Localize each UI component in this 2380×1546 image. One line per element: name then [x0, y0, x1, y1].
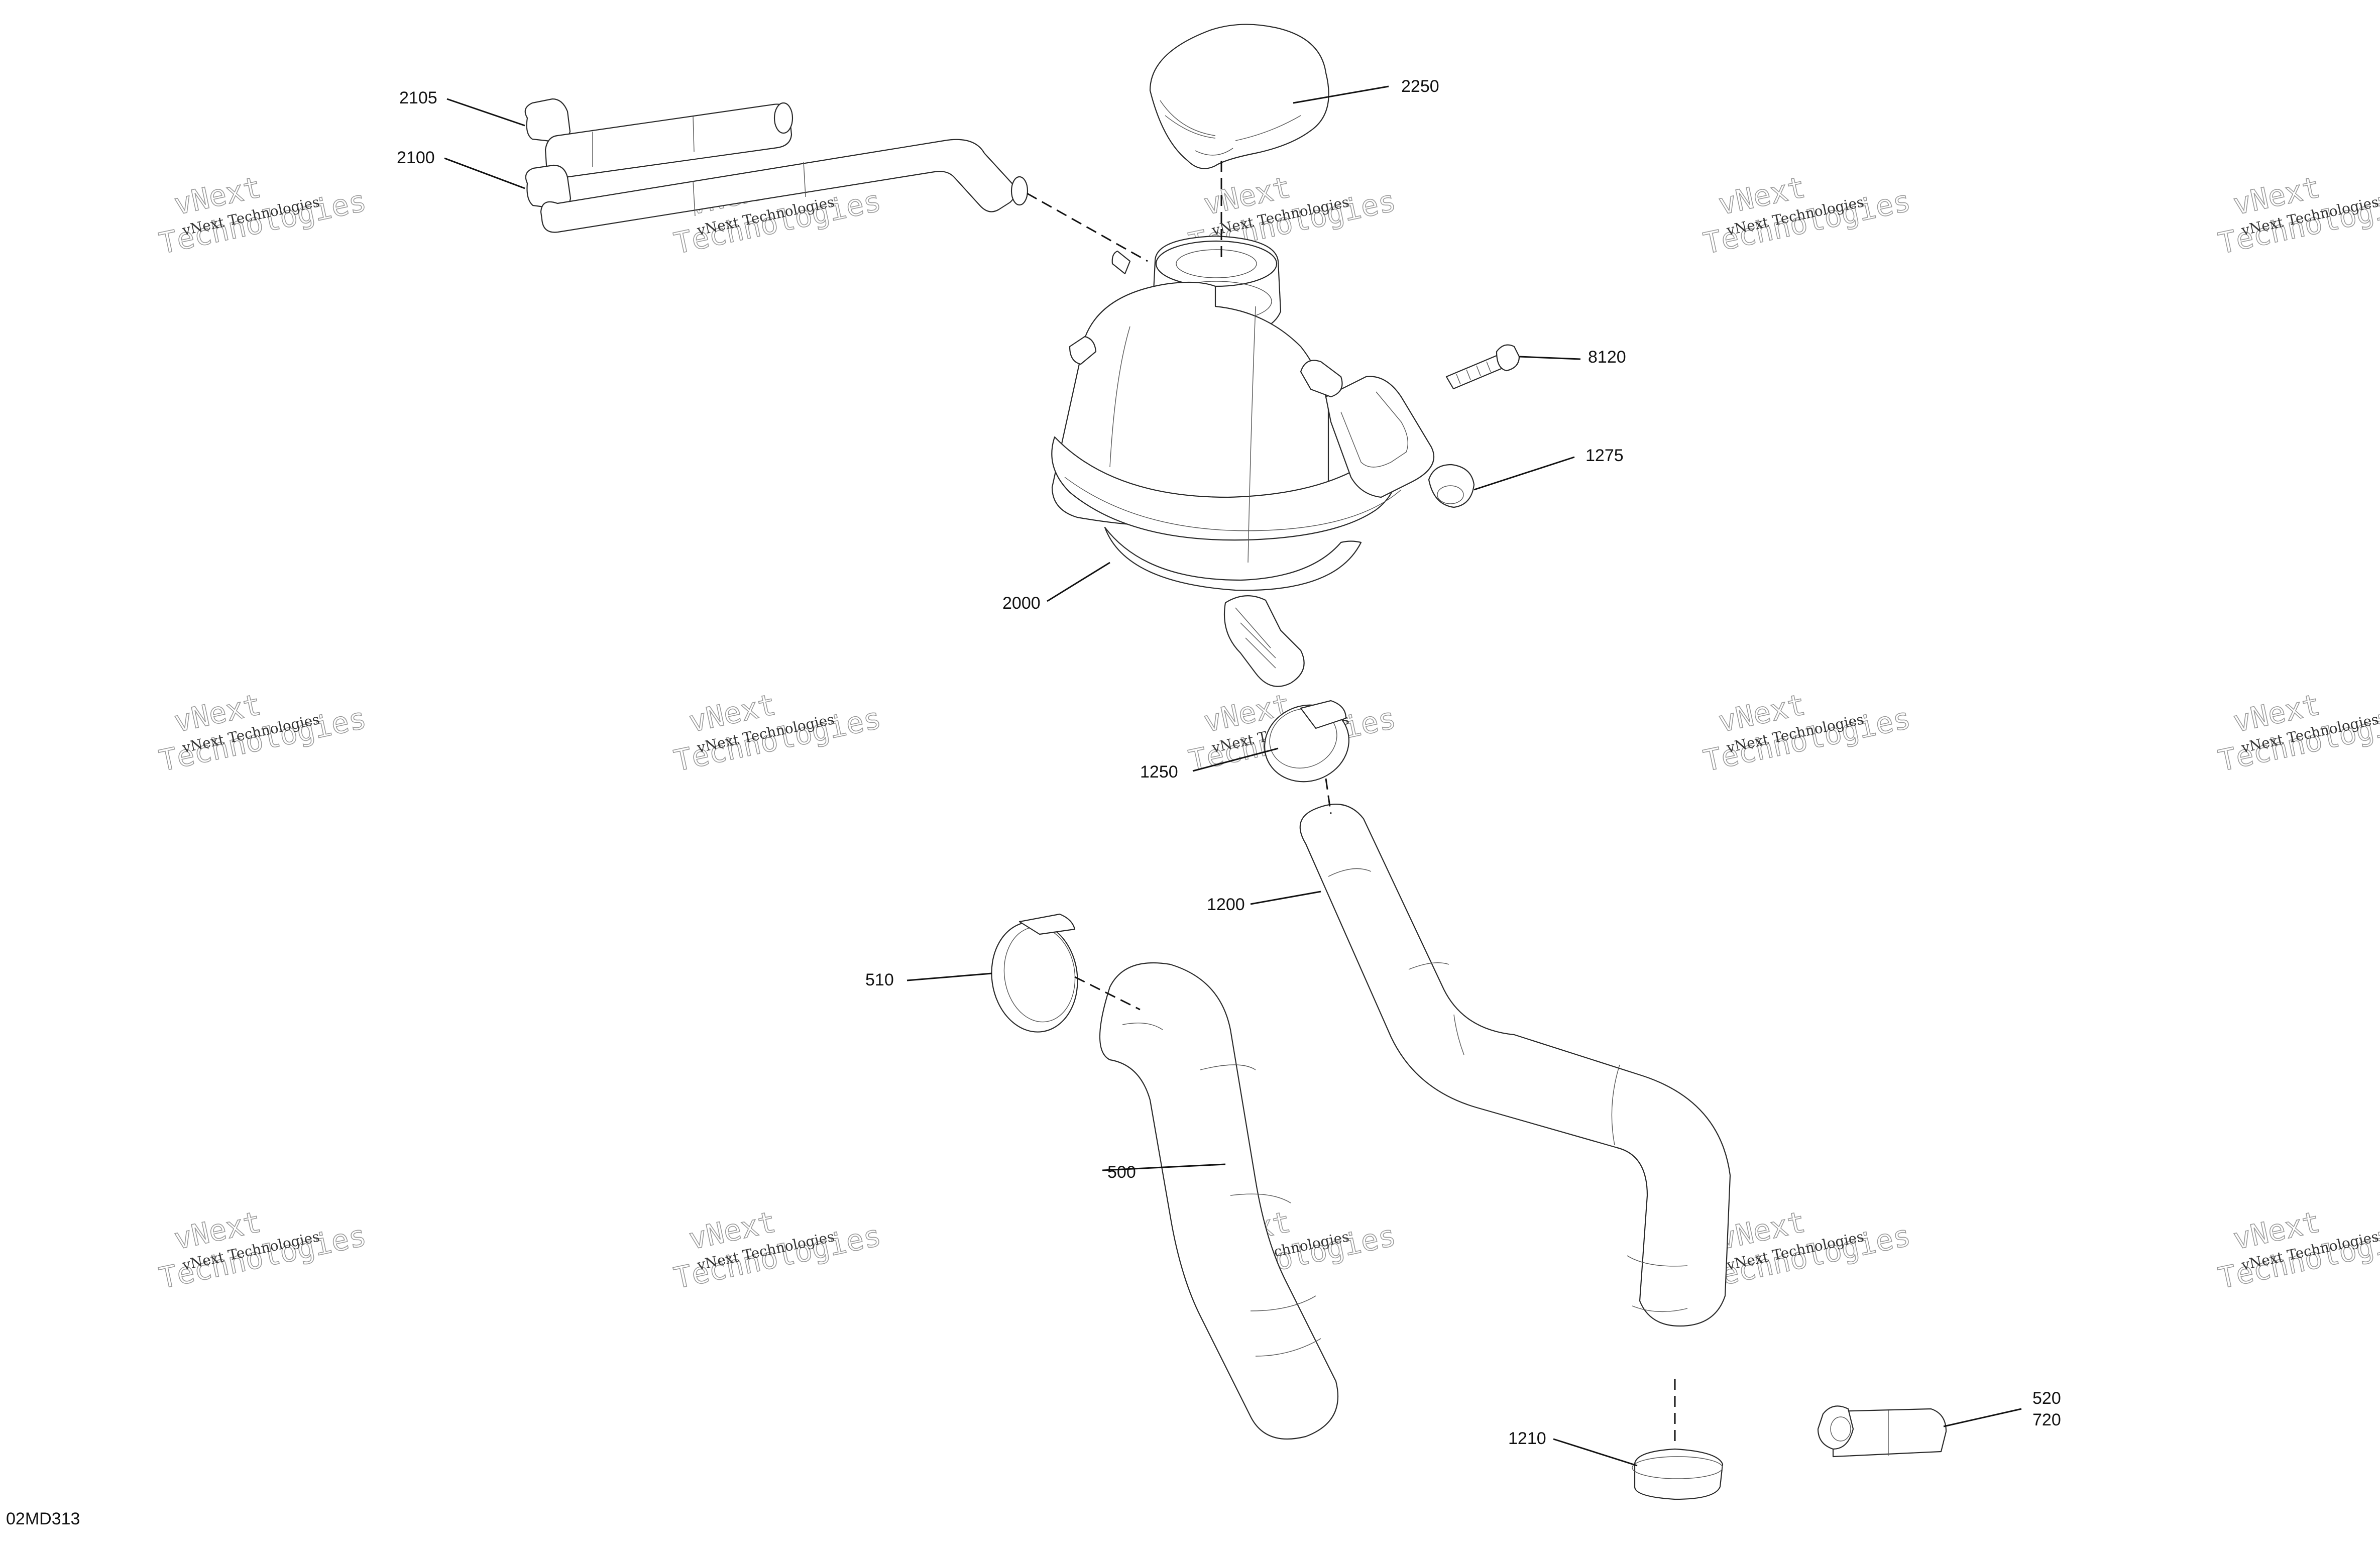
callout-720: 720 — [2032, 1410, 2061, 1429]
clamp-1210 — [1632, 1448, 1724, 1500]
callout-1210: 1210 — [1508, 1429, 1546, 1448]
callout-1200: 1200 — [1207, 895, 1245, 914]
hose-500 — [1099, 962, 1339, 1440]
callout-510: 510 — [865, 970, 894, 989]
clamp-510 — [991, 913, 1078, 1033]
coolant-tank-2000 — [1051, 235, 1435, 687]
hose-2100 — [525, 139, 1029, 233]
clamp-520-720 — [1817, 1405, 1947, 1458]
clamp-1250 — [1264, 700, 1349, 783]
hose-1200 — [1299, 803, 1731, 1327]
callout-2250: 2250 — [1401, 77, 1439, 96]
callout-2100: 2100 — [397, 148, 435, 167]
screw-8120 — [1445, 344, 1520, 390]
callout-1250: 1250 — [1140, 762, 1178, 782]
callout-2000: 2000 — [1002, 594, 1041, 613]
nut-1275 — [1428, 464, 1475, 508]
assembly-lines — [1027, 161, 1676, 1447]
callout-2105: 2105 — [399, 88, 437, 107]
callout-520: 520 — [2032, 1389, 2061, 1408]
callout-500: 500 — [1107, 1163, 1136, 1182]
cap-2250 — [1149, 24, 1329, 169]
callout-labels: 2105 2100 2250 8120 1275 2000 1250 1200 … — [6, 77, 2061, 1528]
callout-8120: 8120 — [1588, 348, 1626, 367]
hose-2105 — [524, 98, 794, 179]
callout-1275: 1275 — [1585, 446, 1624, 465]
figure-code: 02MD313 — [6, 1509, 80, 1528]
leader-lines — [444, 85, 2022, 1467]
